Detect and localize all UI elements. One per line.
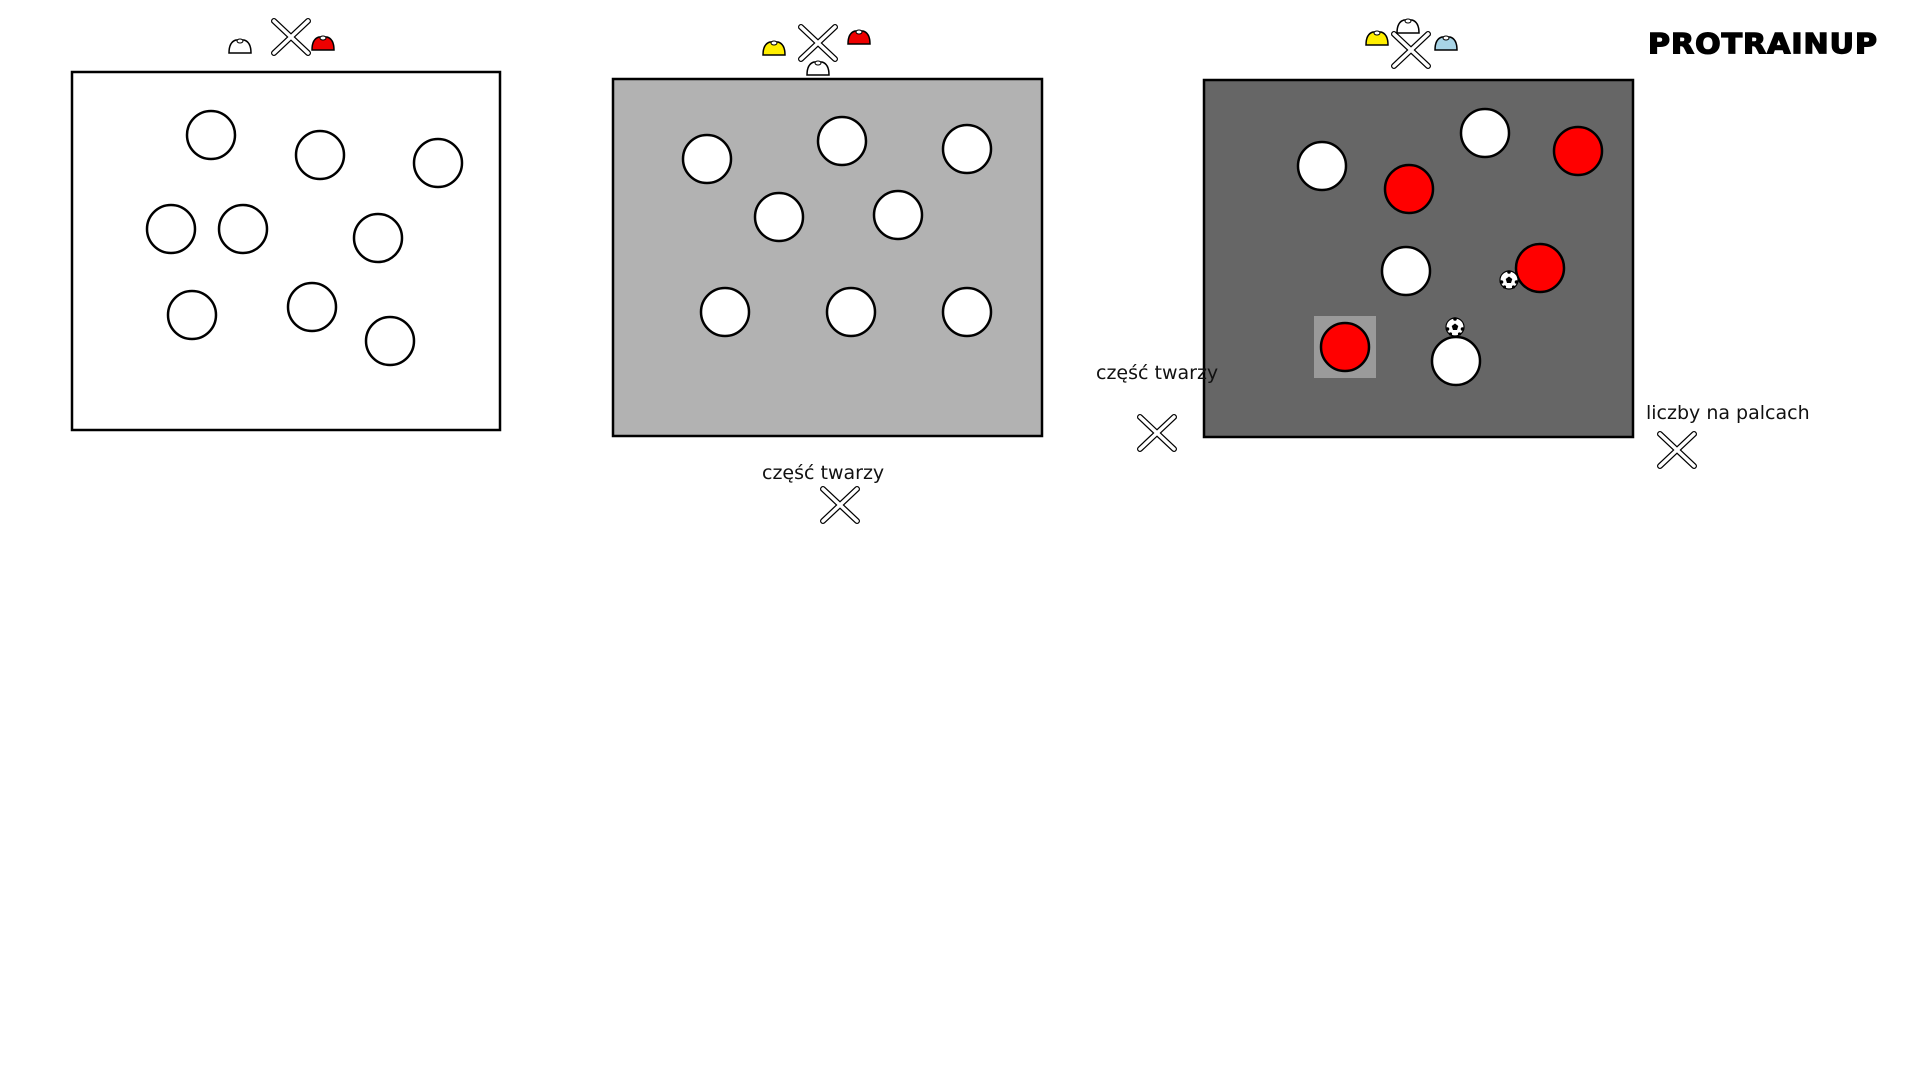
hoop-icon <box>941 123 993 175</box>
hoop-icon <box>1552 125 1604 177</box>
hoop-icon <box>1430 335 1482 387</box>
cone-icon <box>228 38 252 54</box>
hoop-icon <box>872 189 924 241</box>
hoops-drill-1 <box>145 109 464 367</box>
cone-icon <box>762 40 786 56</box>
hoop-icon <box>699 286 751 338</box>
hoop-icon <box>1380 245 1432 297</box>
ball-icon <box>1445 317 1465 337</box>
finger-numbers-label: liczby na palcach <box>1646 402 1810 424</box>
hoop-icon <box>825 286 877 338</box>
coach-drill-1 <box>274 21 308 53</box>
coach-drill-2 <box>801 27 835 59</box>
hoop-icon <box>364 315 416 367</box>
ball-icon <box>1499 270 1519 290</box>
hoop-icon <box>1296 140 1348 192</box>
hoop-icon <box>145 203 197 255</box>
hoop-icon <box>352 212 404 264</box>
hoops-drill-2 <box>681 115 993 338</box>
cone-icon <box>311 35 335 51</box>
hoop-icon <box>816 115 868 167</box>
hoop-icon <box>941 286 993 338</box>
player-face-left <box>1140 417 1174 449</box>
hoop-icon <box>1319 321 1371 373</box>
face-part-label-drill-2: część twarzy <box>762 462 885 484</box>
hoop-icon <box>185 109 237 161</box>
hoop-icon <box>681 133 733 185</box>
hoop-icon <box>217 203 269 255</box>
brand-logo: PROTRAINUP <box>1647 27 1878 61</box>
cone-icon <box>1434 35 1458 51</box>
hoop-icon <box>286 281 338 333</box>
hoop-icon <box>1459 107 1511 159</box>
hoops-drill-3 <box>1296 107 1604 387</box>
pitch-drill-1 <box>70 70 502 432</box>
player-drill-2-bottom <box>823 489 857 521</box>
cone-icon <box>1365 30 1389 46</box>
cone-icon <box>847 29 871 45</box>
hoop-icon <box>412 137 464 189</box>
cone-icon <box>806 60 830 76</box>
hoop-icon <box>1514 242 1566 294</box>
hoop-icon <box>1383 163 1435 215</box>
hoop-icon <box>166 289 218 341</box>
hoop-icon <box>753 191 805 243</box>
coach-drill-3 <box>1394 34 1428 66</box>
face-part-label-drill-3: część twarzy <box>1096 362 1219 384</box>
player-fingers-right <box>1660 434 1694 466</box>
hoop-icon <box>294 129 346 181</box>
cone-icon <box>1396 18 1420 34</box>
